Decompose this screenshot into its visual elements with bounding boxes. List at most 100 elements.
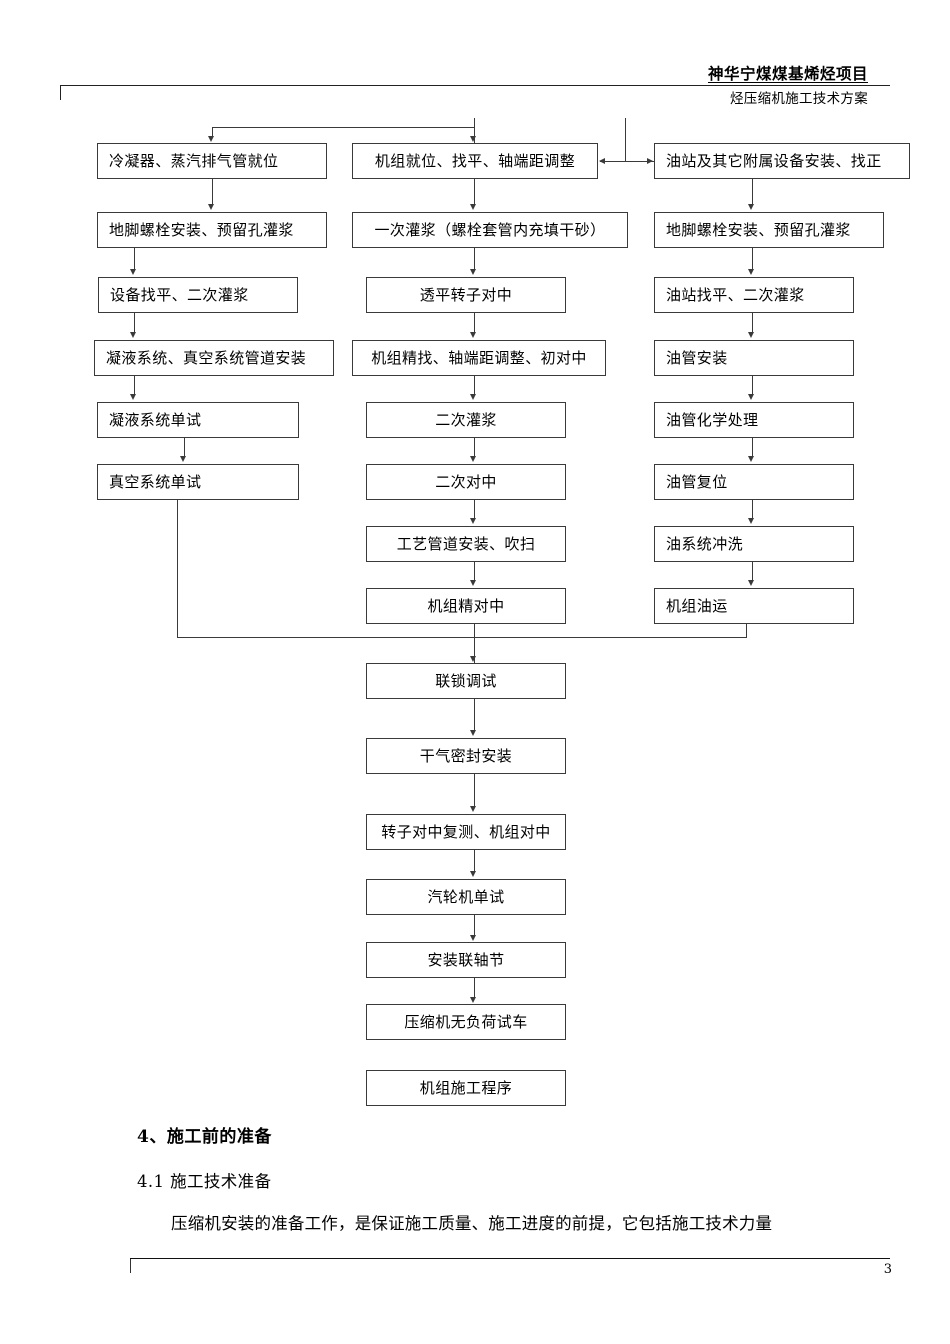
section-heading-4: 4、施工前的准备 [137,1127,272,1147]
section-subheading-4-1: 4.1 施工技术准备 [137,1172,272,1191]
connector-right-5-6 [752,438,753,456]
arrow-into-right-2 [748,204,755,210]
flow-node-middle-8-label: 机组精对中 [427,596,505,615]
flow-node-left-6-label: 真空系统单试 [109,472,202,491]
flow-node-middle-5-label: 二次灌浆 [435,410,497,429]
merge-bus [177,637,747,638]
connector-tail-1-2 [474,699,475,731]
flow-node-right-3-label: 油站找平、二次灌浆 [666,285,805,304]
page-header: 神华宁煤煤基烯烃项目 烃压缩机施工技术方案 [0,62,950,122]
connector-middle-1-2 [474,179,475,204]
top-feed-branch-left [212,127,474,128]
arrow-into-middle-1 [470,136,477,142]
arrow-into-tail-1 [470,656,477,662]
arrow-into-middle-from-right [599,157,605,164]
connector-middle-2-3 [474,248,475,270]
flow-node-left-3: 设备找平、二次灌浆 [98,277,298,313]
connector-left-5-6 [184,438,185,456]
flow-node-left-6: 真空系统单试 [97,464,299,500]
arrow-into-left-2 [208,204,215,210]
header-divider [60,85,890,86]
flow-node-right-5-label: 油管化学处理 [666,410,759,429]
flow-node-middle-2: 一次灌浆（螺栓套管内充填干砂） [352,212,628,248]
flow-node-middle-6: 二次对中 [366,464,566,500]
arrow-into-left-1 [208,136,215,142]
body-paragraph: 压缩机安装的准备工作，是保证施工质量、施工进度的前提，它包括施工技术力量 [171,1214,773,1233]
arrow-into-middle-2 [470,204,477,210]
flow-node-tail-1-label: 联锁调试 [435,671,497,690]
arrow-into-left-3 [130,269,137,275]
flow-node-left-5-label: 凝液系统单试 [109,410,202,429]
arrow-into-middle-8 [470,580,477,586]
arrow-into-middle-7 [470,518,477,524]
flow-node-tail-6: 压缩机无负荷试车 [366,1004,566,1040]
connector-right-to-merge [746,624,747,637]
middle-right-link-bar [600,161,654,162]
flow-node-caption-label: 机组施工程序 [419,1078,513,1097]
connector-middle-7-8 [474,562,475,580]
flow-node-tail-2: 干气密封安装 [366,738,566,774]
arrow-into-middle-3 [470,269,477,275]
connector-middle-6-7 [474,500,475,518]
flow-node-tail-1: 联锁调试 [366,663,566,699]
top-feed-stem [474,118,475,143]
flow-node-right-4: 油管安装 [654,340,854,376]
arrow-into-tail-6 [470,997,477,1003]
arrow-into-right-5 [748,394,755,400]
arrow-into-left-6 [180,456,187,462]
flow-node-tail-5-label: 安装联轴节 [427,950,505,969]
header-project-title: 神华宁煤煤基烯烃项目 [707,64,868,83]
arrow-into-tail-5 [470,935,477,941]
flow-node-left-1-label: 冷凝器、蒸汽排气管就位 [109,151,279,170]
connector-right-1-2 [752,179,753,204]
flow-node-tail-5: 安装联轴节 [366,942,566,978]
arrow-into-right-4 [748,332,755,338]
flow-node-right-3: 油站找平、二次灌浆 [654,277,854,313]
connector-right-4-5 [752,376,753,395]
flow-node-tail-3: 转子对中复测、机组对中 [366,814,566,850]
flow-node-middle-1-label: 机组就位、找平、轴端距调整 [374,151,576,170]
arrow-into-right-7 [748,518,755,524]
flow-node-right-8: 机组油运 [654,588,854,624]
connector-right-7-8 [752,562,753,580]
connector-middle-4-5 [474,376,475,395]
arrow-into-middle-4 [470,332,477,338]
middle-right-link-stem [625,118,626,161]
connector-right-6-7 [752,500,753,518]
flow-node-middle-3-label: 透平转子对中 [419,285,513,304]
connector-tail-4-5 [474,915,475,936]
flow-node-left-1: 冷凝器、蒸汽排气管就位 [97,143,327,179]
connector-tail-5-6 [474,978,475,998]
arrow-into-tail-2 [470,730,477,736]
arrow-into-right-3 [748,269,755,275]
flow-node-middle-4: 机组精找、轴端距调整、初对中 [352,340,606,376]
connector-right-3-4 [752,313,753,333]
flow-node-tail-6-label: 压缩机无负荷试车 [404,1012,528,1031]
flow-node-left-4: 凝液系统、真空系统管道安装 [94,340,334,376]
connector-tail-2-3 [474,774,475,807]
flow-node-right-7: 油系统冲洗 [654,526,854,562]
arrow-into-middle-6 [470,456,477,462]
arrow-into-right-1 [647,157,653,164]
flow-node-middle-7: 工艺管道安装、吹扫 [366,526,566,562]
flow-node-tail-4-label: 汽轮机单试 [427,887,505,906]
flow-node-left-5: 凝液系统单试 [97,402,299,438]
flow-node-middle-8: 机组精对中 [366,588,566,624]
flow-node-tail-3-label: 转子对中复测、机组对中 [381,822,551,841]
flow-node-left-2-label: 地脚螺栓安装、预留孔灌浆 [109,220,294,239]
connector-left-4-5 [134,376,135,395]
arrow-into-middle-5 [470,394,477,400]
connector-tail-3-4 [474,850,475,872]
header-margin-tick [60,86,61,100]
connector-left-3-4 [134,313,135,333]
flow-node-middle-2-label: 一次灌浆（螺栓套管内充填干砂） [374,220,606,239]
connector-left-to-merge [177,500,178,637]
arrow-into-right-8 [748,580,755,586]
flow-node-left-4-label: 凝液系统、真空系统管道安装 [106,348,307,367]
arrow-into-left-4 [130,332,137,338]
flow-node-tail-2-label: 干气密封安装 [419,746,513,765]
flow-node-left-3-label: 设备找平、二次灌浆 [110,285,249,304]
connector-middle-5-6 [474,438,475,456]
arrow-into-left-5 [130,394,137,400]
construction-procedure-flowchart: 冷凝器、蒸汽排气管就位 地脚螺栓安装、预留孔灌浆 设备找平、二次灌浆 凝液系统、… [94,118,910,1106]
